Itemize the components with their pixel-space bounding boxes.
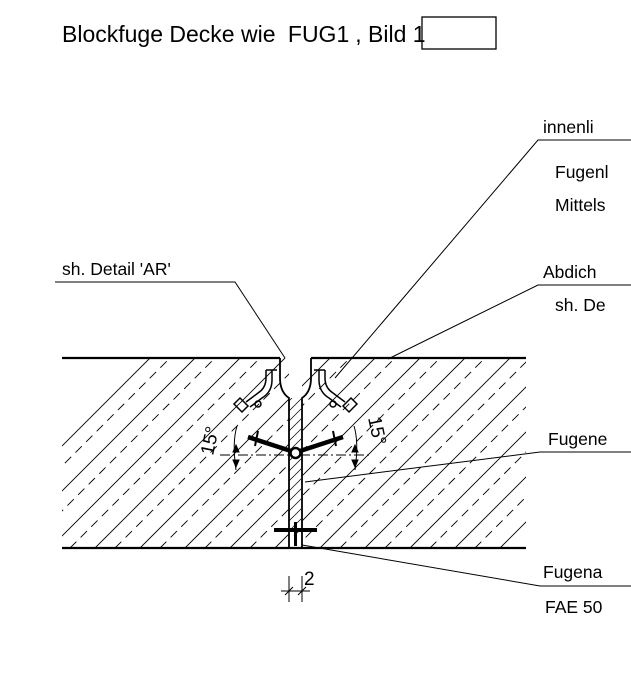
drawing-title: Blockfuge Decke wie FUG1, Bild 1 [62,16,497,50]
label-joint-closure-line2: FAE 50 [545,597,603,617]
joint-edges [279,358,312,548]
label-top-right-line2: Fugenl [555,162,609,182]
label-seal-line2: sh. De [555,295,606,315]
sealing-profile-right [314,369,359,414]
label-detail-ar: sh. Detail 'AR' [62,259,171,279]
label-top-right-line3: Mittels [555,195,606,215]
sealing-profile-left [232,369,277,414]
svg-text:Blockfuge Decke wie FUG1, Bild: Blockfuge Decke wie FUG1, Bild 1 [62,21,426,47]
label-seal-line1: Abdich [543,262,597,282]
angle-label-left: 15° [197,425,224,457]
joint-width-label: 2 [304,569,315,590]
joint-width-dimension [281,576,310,602]
anchor-assembly [247,430,344,460]
label-joint-filler: Fugene [548,429,607,449]
concrete-slab-hatching [62,358,526,548]
angle-label-right: 15° [363,415,390,447]
angle-dimensions [220,425,370,471]
joint-closure-bottom [274,522,317,546]
label-top-right-line1: innenli [543,117,594,137]
title-ref: FUG1 [288,21,349,47]
leader-lines [55,139,631,587]
title-suffix: , Bild 1 [355,21,425,47]
slab-outline [62,356,526,550]
title-ref-box [421,16,497,50]
label-joint-closure-line1: Fugena [543,562,603,582]
title-prefix: Blockfuge Decke wie [62,21,282,47]
